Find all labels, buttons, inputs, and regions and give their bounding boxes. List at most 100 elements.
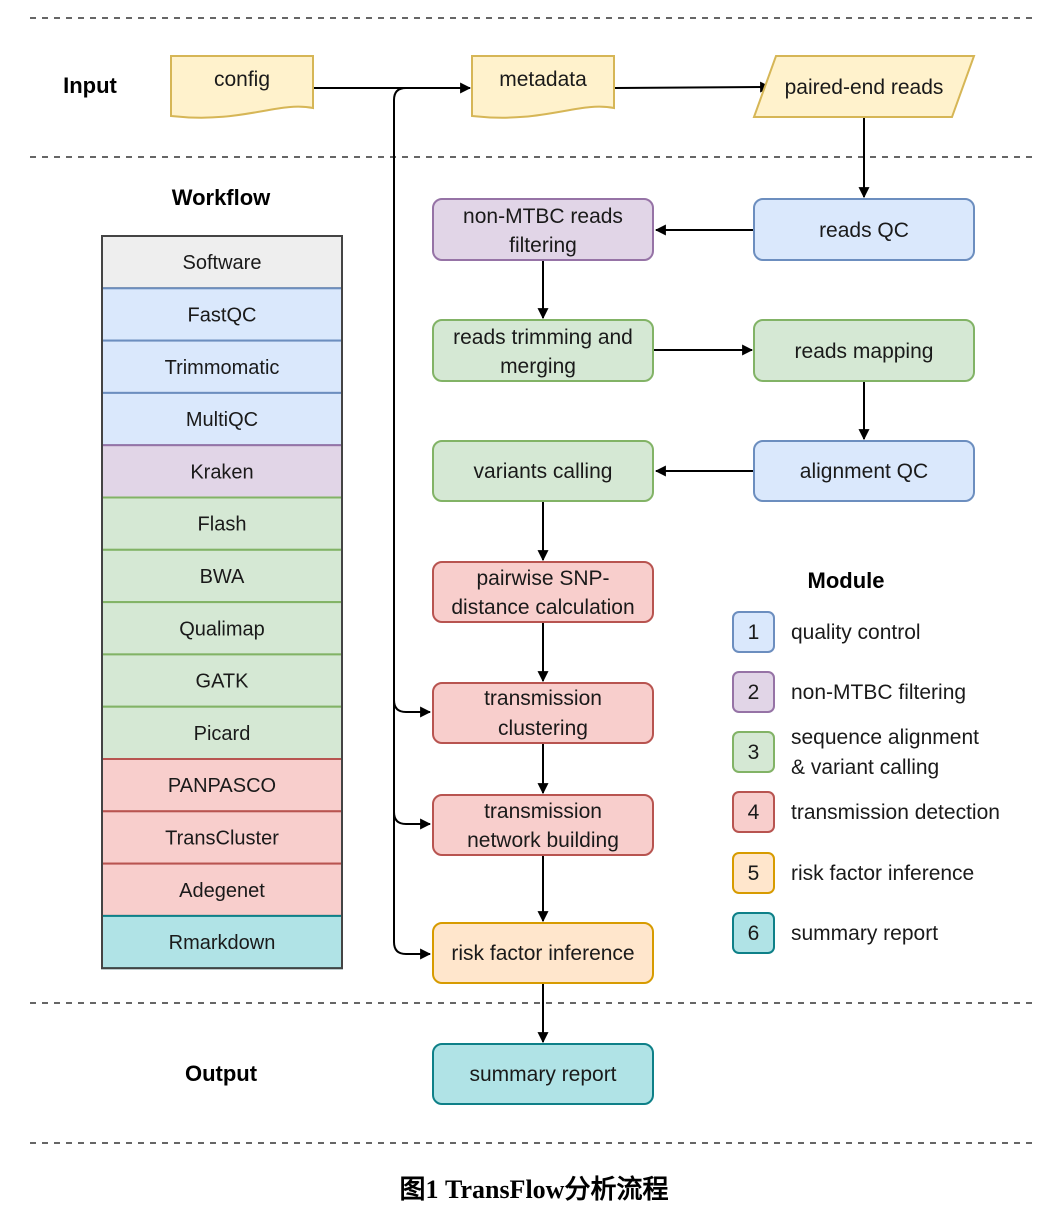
software-name: GATK: [196, 671, 250, 693]
section-title-output: Output: [185, 1061, 258, 1086]
software-row: FastQC: [101, 287, 343, 342]
software-name: Rmarkdown: [169, 932, 276, 954]
software-row: Kraken: [101, 444, 343, 499]
paired-end-reads-label: paired-end reads: [785, 76, 944, 99]
reads-parallelogram-shape: [752, 55, 976, 118]
software-name: TransCluster: [165, 827, 279, 849]
module-label: quality control: [791, 621, 921, 644]
module-swatch: [732, 671, 775, 713]
metadata-label: metadata: [499, 68, 587, 91]
software-row: Picard: [101, 705, 343, 761]
module-label: transmission detection: [791, 801, 1000, 824]
step-non-mtbc-filtering: non-MTBC reads filtering: [432, 198, 654, 261]
step-transmission-clustering: transmission clustering: [432, 682, 654, 744]
figure-caption: 图1 TransFlow分析流程: [400, 1175, 669, 1204]
module-item: 6 summary report: [732, 912, 938, 954]
software-name: Kraken: [190, 461, 253, 483]
snp-distance-line-2: distance calculation: [451, 596, 634, 619]
summary-report-label: summary report: [469, 1063, 616, 1086]
module-swatch: [732, 852, 775, 894]
trimming-merging-line-2: merging: [500, 355, 576, 378]
variants-calling-label: variants calling: [474, 460, 613, 483]
arrow-metadata-reads: [614, 81, 772, 93]
non-mtbc-filtering-line-2: filtering: [509, 234, 577, 257]
input-metadata: metadata: [471, 55, 615, 119]
software-row-box: [101, 548, 343, 604]
software-table-border: [101, 235, 343, 970]
network-building-line-2: network building: [467, 829, 619, 852]
software-row: Qualimap: [101, 601, 343, 656]
module-label: non-MTBC filtering: [791, 681, 966, 704]
module-swatch: [732, 731, 775, 773]
step-risk-factor: risk factor inference: [432, 922, 654, 984]
step-variants-calling: variants calling: [432, 440, 654, 502]
software-row: BWA: [101, 548, 343, 604]
software-row-box: [101, 914, 343, 970]
alignment-qc-label: alignment QC: [800, 460, 928, 483]
software-row: Software: [101, 235, 343, 290]
transmission-clustering-line-1: transmission: [484, 687, 602, 710]
risk-factor-label: risk factor inference: [451, 942, 634, 965]
module-item: 5 risk factor inference: [732, 852, 974, 894]
step-reads-qc: reads QC: [753, 198, 975, 261]
software-row-box: [101, 444, 343, 499]
module-item: 2 non-MTBC filtering: [732, 671, 966, 713]
config-document-shape: [170, 55, 314, 119]
metadata-bus-line: [393, 87, 470, 960]
config-label: config: [214, 68, 270, 91]
step-network-building: transmission network building: [432, 794, 654, 856]
software-row-box: [101, 601, 343, 656]
module-label: & variant calling: [791, 756, 939, 779]
connectors: [313, 81, 870, 1044]
software-row: Trimmomatic: [101, 339, 343, 394]
software-name: Trimmomatic: [165, 357, 280, 379]
software-row: Flash: [101, 496, 343, 551]
module-swatch: [732, 611, 775, 653]
transmission-clustering-line-2: clustering: [498, 717, 588, 740]
step-summary-report: summary report: [432, 1043, 654, 1105]
module-label: summary report: [791, 922, 938, 945]
software-name: Picard: [194, 723, 251, 745]
module-label: risk factor inference: [791, 862, 974, 885]
reads-mapping-label: reads mapping: [795, 340, 934, 363]
software-row: MultiQC: [101, 391, 343, 447]
module-swatch: [732, 912, 775, 954]
module-item: 3 sequence alignment & variant calling: [732, 726, 979, 779]
software-name: FastQC: [188, 304, 257, 326]
software-name: MultiQC: [186, 409, 258, 431]
module-label: sequence alignment: [791, 726, 979, 749]
software-name: Flash: [198, 514, 247, 536]
section-title-workflow: Workflow: [172, 185, 271, 210]
software-row: TransCluster: [101, 810, 343, 865]
software-name: Adegenet: [179, 880, 265, 902]
module-item: 1 quality control: [732, 611, 921, 653]
software-row: Adegenet: [101, 862, 343, 917]
non-mtbc-filtering-line-1: non-MTBC reads: [463, 205, 623, 228]
input-config: config: [170, 55, 314, 119]
software-row: GATK: [101, 653, 343, 708]
step-snp-distance: pairwise SNP- distance calculation: [432, 561, 654, 623]
step-trimming-merging: reads trimming and merging: [432, 319, 654, 382]
software-row: PANPASCO: [101, 758, 343, 813]
software-row-box: [101, 496, 343, 551]
reads-qc-label: reads QC: [819, 219, 909, 242]
module-swatch: [732, 791, 775, 833]
step-alignment-qc: alignment QC: [753, 440, 975, 502]
module-number: 2: [748, 681, 760, 704]
module-number: 3: [748, 741, 760, 764]
module-number: 5: [748, 862, 760, 885]
input-paired-end-reads: paired-end reads: [752, 55, 976, 118]
module-item: 4 transmission detection: [732, 791, 1000, 833]
module-number: 6: [748, 922, 760, 945]
network-building-line-1: transmission: [484, 800, 602, 823]
snp-distance-line-1: pairwise SNP-: [476, 567, 609, 590]
arrow-metadata-network: [393, 811, 432, 830]
arrow-metadata-clustering: [393, 699, 432, 718]
software-row: Rmarkdown: [101, 914, 343, 970]
software-name: Software: [183, 252, 262, 274]
trimming-merging-line-1: reads trimming and: [453, 326, 633, 349]
module-number: 4: [748, 801, 760, 824]
section-title-input: Input: [63, 73, 117, 98]
module-number: 1: [748, 621, 760, 644]
